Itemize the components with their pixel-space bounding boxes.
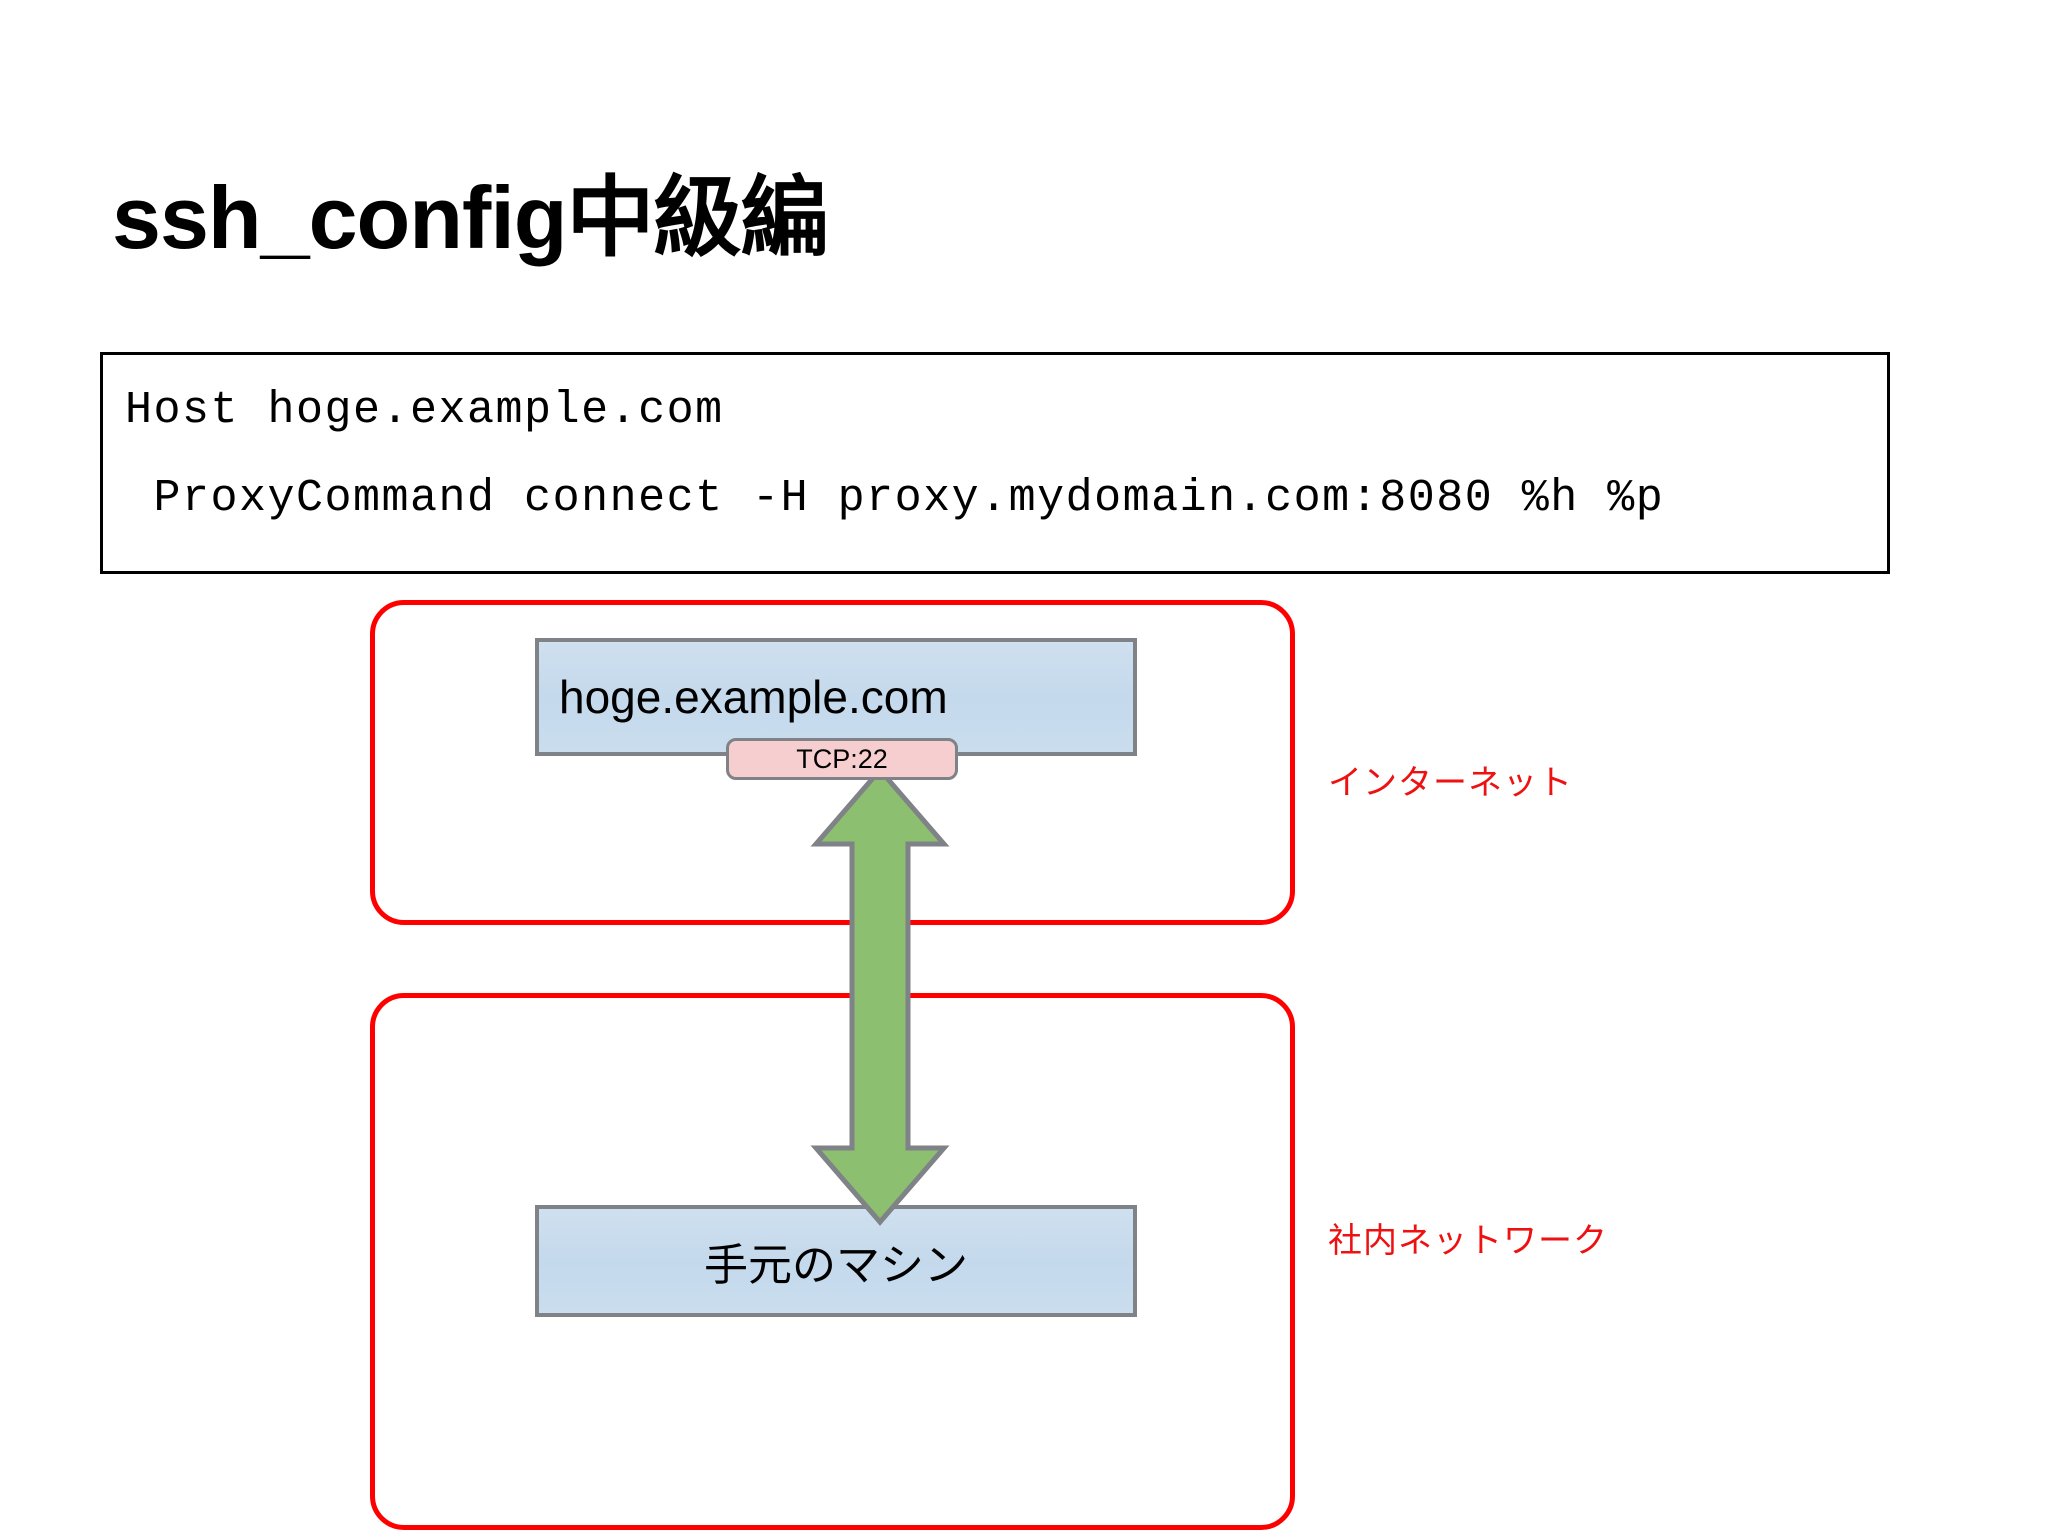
node-remote-host-label: hoge.example.com	[559, 671, 948, 723]
status-badge-tcp-port: TCP:22	[726, 738, 958, 780]
double-arrow-vertical-icon	[810, 766, 950, 1226]
zone-label-internet: インターネット	[1328, 764, 1573, 802]
config-code-box: Host hoge.example.com ProxyCommand conne…	[100, 352, 1890, 574]
port-badge-label: TCP:22	[796, 743, 888, 774]
node-remote-host: hoge.example.com	[535, 638, 1137, 756]
node-local-machine: 手元のマシン	[535, 1205, 1137, 1317]
page-title: ssh_config中級編	[112, 168, 829, 267]
node-local-machine-label: 手元のマシン	[704, 1241, 968, 1290]
code-line: Host hoge.example.com	[125, 385, 724, 436]
network-zone-internet	[370, 600, 1295, 925]
network-zone-intranet	[370, 993, 1295, 1530]
zone-label-intranet: 社内ネットワーク	[1328, 1222, 1608, 1260]
code-line: ProxyCommand connect -H proxy.mydomain.c…	[125, 473, 1665, 524]
